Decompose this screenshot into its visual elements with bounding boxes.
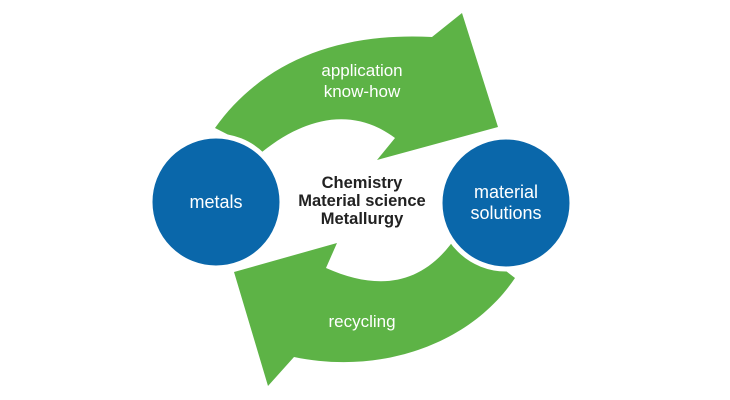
- solutions-label: solutions: [470, 203, 541, 223]
- material-solutions-circle: [437, 134, 575, 272]
- metals-label: metals: [189, 192, 242, 212]
- recycling-label: recycling: [328, 312, 395, 331]
- metals-circle: [147, 133, 285, 271]
- metallurgy-label: Metallurgy: [321, 210, 404, 228]
- application-label: application: [321, 61, 402, 80]
- material-label: material: [474, 182, 538, 202]
- know-how-label: know-how: [324, 82, 401, 101]
- top-arrow: [215, 13, 498, 160]
- material-science-label: Material science: [298, 192, 426, 210]
- chemistry-label: Chemistry: [322, 174, 404, 192]
- bottom-arrow: [234, 234, 515, 386]
